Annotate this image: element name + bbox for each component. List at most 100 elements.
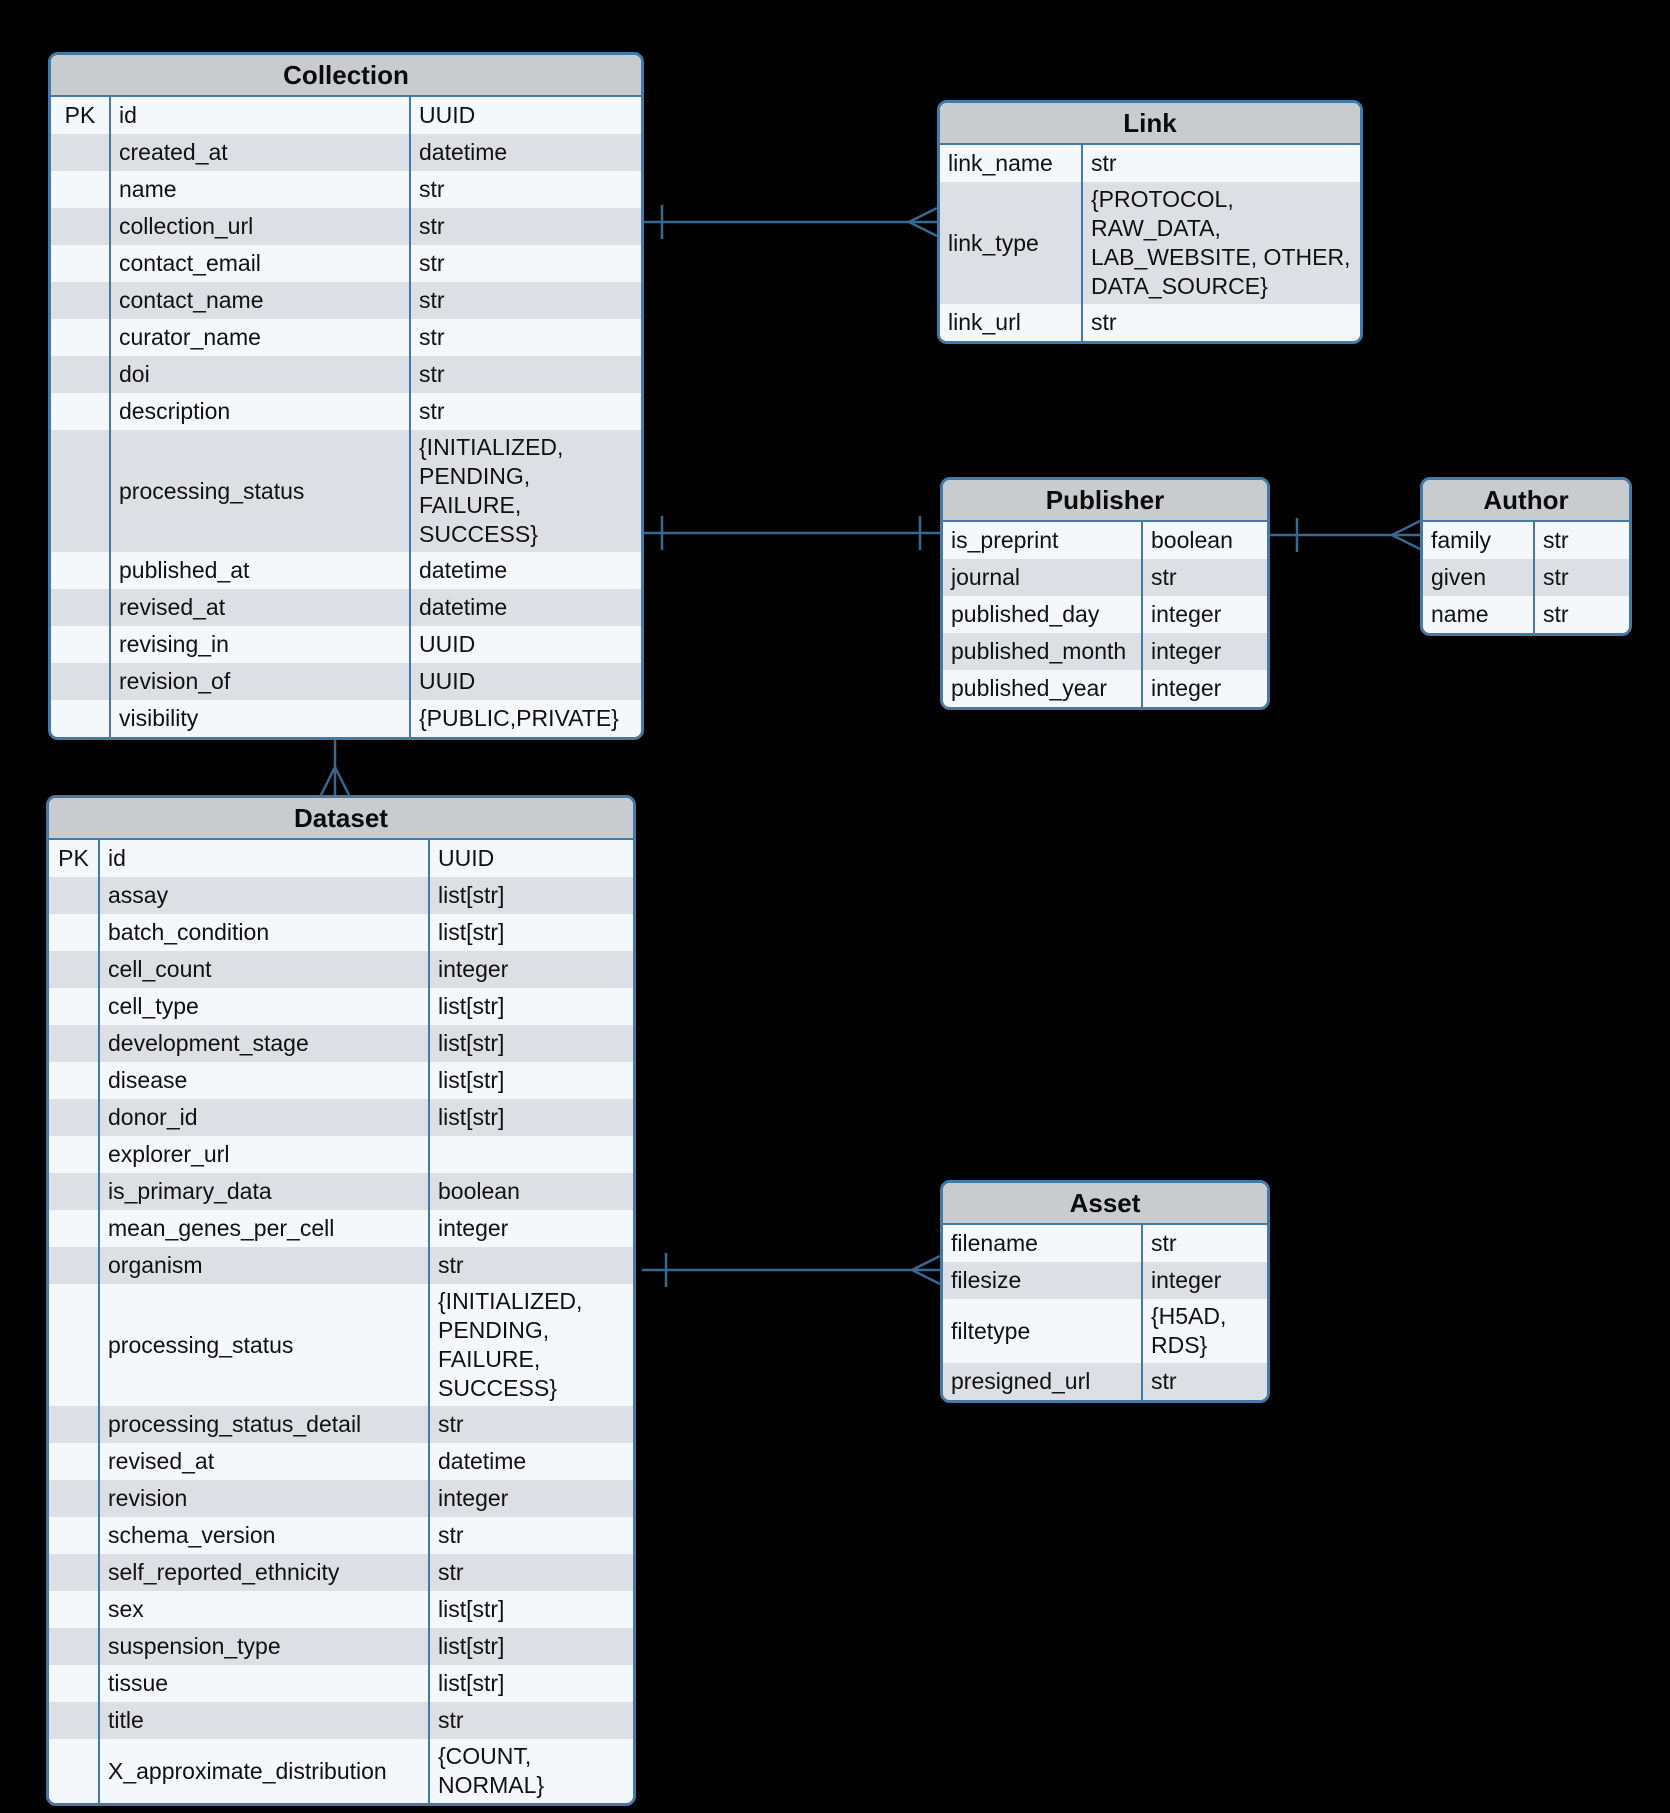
attribute-type-cell: str	[409, 282, 641, 319]
entity-title-dataset: Dataset	[49, 798, 633, 840]
attribute-type-cell: list[str]	[428, 1025, 633, 1062]
attribute-key-cell	[49, 1517, 98, 1554]
attribute-key-cell	[49, 1480, 98, 1517]
attribute-type-cell: {H5AD, RDS}	[1141, 1299, 1267, 1363]
attribute-key-cell	[51, 430, 109, 552]
attribute-type-cell: {PROTOCOL, RAW_DATA, LAB_WEBSITE, OTHER,…	[1081, 182, 1360, 304]
attribute-key-cell	[49, 1702, 98, 1739]
attribute-key-cell	[51, 356, 109, 393]
attribute-key-cell	[51, 700, 109, 737]
attribute-name-cell: revised_at	[109, 589, 409, 626]
attribute-name-cell: id	[109, 97, 409, 134]
entity-title-publisher: Publisher	[943, 480, 1267, 522]
attribute-name-cell: link_url	[948, 309, 1021, 335]
attribute-name-cell: cell_type	[98, 988, 428, 1025]
attribute-type-cell: str	[409, 393, 641, 430]
attribute-name-cell: published_year	[951, 675, 1108, 701]
attribute-type-cell: str	[1533, 596, 1629, 633]
attribute-name-cell: X_approximate_distribution	[98, 1739, 428, 1803]
attribute-name-cell: disease	[98, 1062, 428, 1099]
attribute-row-presigned_url: presigned_url str	[943, 1363, 1267, 1400]
attribute-type-cell: boolean	[1141, 522, 1267, 559]
attribute-name-cell: link_type	[948, 229, 1039, 256]
attribute-type-cell: UUID	[428, 840, 633, 877]
attribute-type-cell: boolean	[428, 1173, 633, 1210]
attribute-key-cell	[51, 393, 109, 430]
attribute-name-cell: sex	[98, 1591, 428, 1628]
attribute-type-cell: str	[1533, 559, 1629, 596]
attribute-key-cell	[51, 319, 109, 356]
attribute-name-cell: id	[98, 840, 428, 877]
attribute-name-cell: title	[98, 1702, 428, 1739]
attribute-type-cell: str	[1081, 145, 1360, 182]
attribute-key-cell	[49, 1284, 98, 1406]
attribute-name-cell: revising_in	[109, 626, 409, 663]
attribute-type-cell: datetime	[409, 552, 641, 589]
attribute-row-link_name: link_name str	[940, 145, 1360, 182]
attribute-type-cell: UUID	[409, 663, 641, 700]
attribute-key-cell	[49, 951, 98, 988]
attribute-key-cell	[49, 1739, 98, 1803]
attribute-name-cell: published_month	[951, 638, 1127, 664]
entity-title-link: Link	[940, 103, 1360, 145]
attribute-key-cell	[51, 282, 109, 319]
attribute-key-cell	[51, 552, 109, 589]
attribute-type-cell: str	[428, 1247, 633, 1284]
attribute-type-cell: list[str]	[428, 1062, 633, 1099]
attribute-key-cell	[49, 877, 98, 914]
attribute-key-cell	[49, 1406, 98, 1443]
attribute-key-cell	[49, 1025, 98, 1062]
attribute-name-cell: revision_of	[109, 663, 409, 700]
attribute-name-cell: self_reported_ethnicity	[98, 1554, 428, 1591]
attribute-key-cell	[49, 1247, 98, 1284]
attribute-key-cell	[51, 245, 109, 282]
attribute-key-cell	[49, 1099, 98, 1136]
attribute-type-cell: str	[1081, 304, 1360, 341]
attribute-key-cell	[49, 1591, 98, 1628]
attribute-name-cell: batch_condition	[98, 914, 428, 951]
attribute-name-cell: presigned_url	[951, 1368, 1091, 1394]
attribute-type-cell: str	[1141, 1363, 1267, 1400]
attribute-name-cell: is_primary_data	[98, 1173, 428, 1210]
attribute-name-cell: doi	[109, 356, 409, 393]
attribute-type-cell: str	[1141, 1225, 1267, 1262]
relationship-collection-publisher	[640, 516, 940, 550]
attribute-name-cell: tissue	[98, 1665, 428, 1702]
entity-title-asset: Asset	[943, 1183, 1267, 1225]
attribute-type-cell: integer	[1141, 670, 1267, 707]
attribute-key-cell	[49, 1136, 98, 1173]
attribute-name-cell: link_name	[948, 150, 1053, 176]
attribute-name-cell: filesize	[951, 1267, 1022, 1293]
attribute-name-cell: development_stage	[98, 1025, 428, 1062]
attribute-type-cell: str	[409, 356, 641, 393]
attribute-name-cell: contact_email	[109, 245, 409, 282]
crow-foot-icon	[906, 206, 938, 238]
attribute-type-cell: integer	[428, 1210, 633, 1247]
attribute-row-link_type: link_type {PROTOCOL, RAW_DATA, LAB_WEBSIT…	[940, 182, 1360, 304]
attribute-name-cell: suspension_type	[98, 1628, 428, 1665]
attribute-key-cell: PK	[58, 845, 89, 871]
attribute-type-cell: integer	[1141, 633, 1267, 670]
attribute-name-cell: cell_count	[98, 951, 428, 988]
attribute-type-cell: str	[428, 1554, 633, 1591]
